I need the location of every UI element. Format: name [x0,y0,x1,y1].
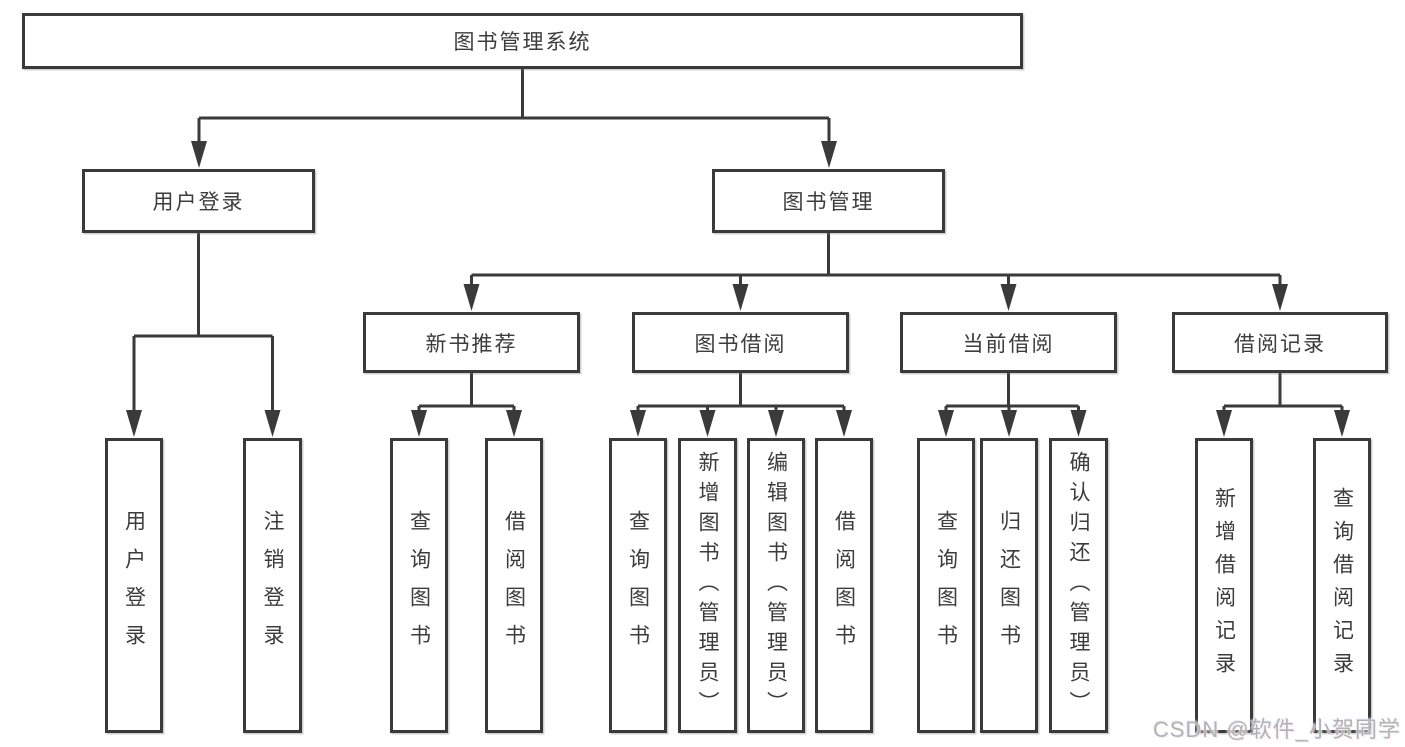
leaf-query-borrow-record: 查询借阅记录 [1313,438,1371,733]
arrow-icon [1334,410,1350,437]
node-root-system: 图书管理系统 [22,13,1023,69]
leaf-borrow-books-recommend: 借阅图书 [485,438,543,733]
leaf-add-books-admin: 新增图书（管理员） [678,438,737,733]
arrow-icon [1070,410,1087,437]
arrow-icon [630,410,646,437]
arrow-icon [126,410,142,437]
arrow-icon [836,410,852,437]
node-borrow-records: 借阅记录 [1172,312,1388,373]
node-book-management: 图书管理 [712,169,945,233]
edge-bookmgmt-to-level3 [470,233,1282,306]
leaf-logout: 注销登录 [243,438,302,733]
edge-borrow-to-leaves [636,373,846,432]
node-user-login: 用户登录 [82,169,315,233]
node-current-borrow: 当前借阅 [900,312,1117,373]
leaf-return-books: 归还图书 [980,438,1038,733]
node-new-book-recommend: 新书推荐 [363,312,580,373]
arrowheads [126,141,1350,437]
leaf-borrow-books: 借阅图书 [815,438,873,733]
arrow-icon [768,410,784,437]
arrow-icon [191,141,207,168]
leaf-query-books-recommend: 查询图书 [390,438,448,733]
leaf-query-books-current: 查询图书 [917,438,975,733]
edge-root-to-level2 [197,68,831,163]
leaf-edit-books-admin: 编辑图书（管理员） [747,438,805,733]
arrow-icon [732,284,749,311]
edge-recommend-to-leaves [417,373,516,432]
arrow-icon [699,410,716,437]
arrow-icon [938,410,954,437]
edge-records-to-leaves [1222,373,1344,432]
arrow-icon [1001,410,1017,437]
leaf-confirm-return-admin: 确认归还（管理员） [1049,438,1108,733]
arrow-icon [1216,410,1232,437]
arrow-icon [264,410,281,437]
leaf-add-borrow-record: 新增借阅记录 [1195,438,1253,733]
leaf-query-books-borrow: 查询图书 [609,438,667,733]
arrow-icon [411,410,427,437]
leaf-user-login: 用户登录 [105,438,163,733]
arrow-icon [463,284,480,311]
csdn-watermark: CSDN @软件_小贺同学 [1152,717,1401,742]
edge-userlogin-to-leaves [132,233,274,432]
arrow-icon [1000,284,1017,311]
node-book-borrow: 图书借阅 [632,312,849,373]
arrow-icon [1272,284,1288,311]
arrow-icon [506,410,522,437]
arrow-icon [821,141,837,168]
